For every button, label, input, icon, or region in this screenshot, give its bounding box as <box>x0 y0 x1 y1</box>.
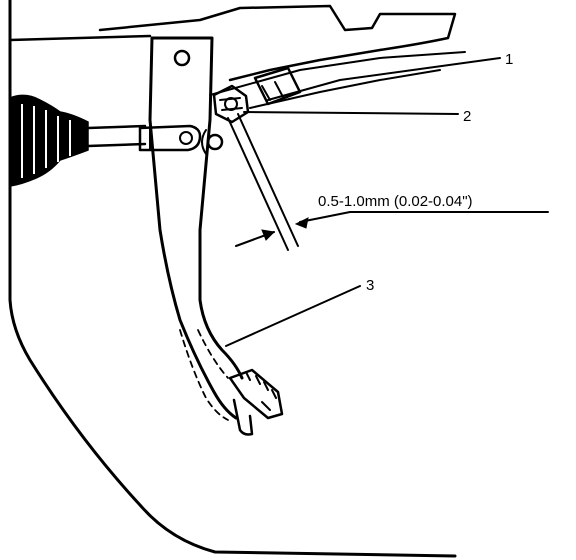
dash-bracket <box>98 4 466 109</box>
label-3: 3 <box>366 277 374 294</box>
firewall-outline <box>8 0 457 558</box>
brake-pedal-arm <box>148 36 244 420</box>
lock-nut <box>212 84 250 124</box>
clearance-dimension <box>235 211 549 247</box>
leader-line-3 <box>225 285 361 347</box>
clearance-label: 0.5-1.0mm (0.02-0.04") <box>318 193 473 210</box>
leader-line-1 <box>267 57 501 101</box>
leader-line-2 <box>243 111 459 115</box>
push-rod-clevis <box>138 124 202 152</box>
label-2: 2 <box>463 108 471 125</box>
pedal-alt-position <box>179 329 229 421</box>
switch-plunger-lines <box>227 113 299 251</box>
leader-lines <box>225 57 501 347</box>
pedal-pad <box>228 368 284 436</box>
booster-boot <box>9 94 147 187</box>
label-1: 1 <box>505 51 513 68</box>
